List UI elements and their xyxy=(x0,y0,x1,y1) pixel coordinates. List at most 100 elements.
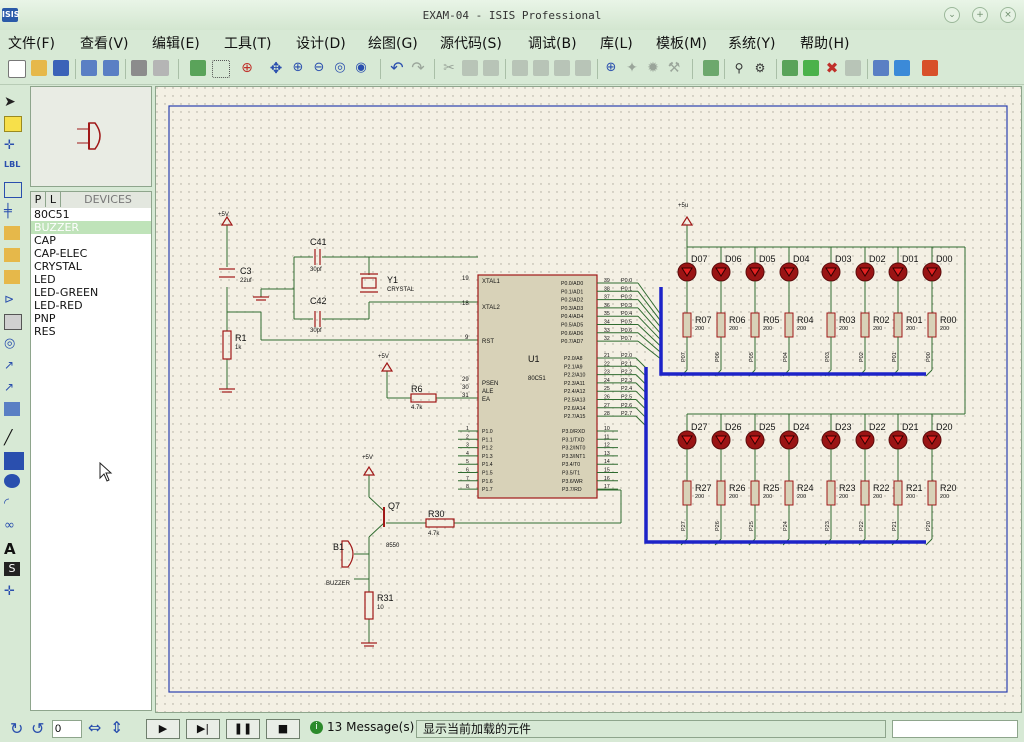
zoom-area-icon[interactable]: ◉ xyxy=(355,60,367,75)
device-item[interactable]: CAP xyxy=(34,234,56,247)
close-icon[interactable]: × xyxy=(1000,7,1016,23)
print-icon[interactable] xyxy=(131,60,147,76)
new-file-icon[interactable] xyxy=(8,60,26,78)
resistor-r6[interactable] xyxy=(410,393,437,403)
property-tool-icon[interactable]: ⚙ xyxy=(754,61,766,75)
selection-mode-icon[interactable]: ➤ xyxy=(4,94,16,110)
device-item[interactable]: LED-RED xyxy=(34,299,83,312)
decompose-icon[interactable]: ⚒ xyxy=(667,60,681,76)
zoom-in-icon[interactable]: ⊕ xyxy=(292,60,304,75)
menu-graph[interactable]: 绘图(G) xyxy=(368,36,418,52)
device-item[interactable]: RES xyxy=(34,325,56,338)
voltage-probe-icon[interactable]: ↗ xyxy=(4,358,15,372)
menu-tools[interactable]: 工具(T) xyxy=(224,36,272,52)
mirror-vertical-icon[interactable]: ⇕ xyxy=(110,718,124,737)
virtual-instrument-icon[interactable] xyxy=(4,402,20,416)
line-icon[interactable]: ╱ xyxy=(4,430,13,446)
make-device-icon[interactable]: ✦ xyxy=(626,60,638,76)
resistor-r31[interactable] xyxy=(364,591,374,620)
subcircuit-icon[interactable] xyxy=(4,226,20,240)
schematic-canvas[interactable]: +5V +5V +5V +5u C41 30pf C42 30pf C3 22u… xyxy=(156,87,1021,712)
junction-icon[interactable]: ✛ xyxy=(4,138,15,153)
symbol-icon[interactable]: S xyxy=(4,562,20,576)
mcu-u1[interactable] xyxy=(477,274,598,499)
pause-button[interactable]: ❚❚ xyxy=(226,719,260,739)
step-button[interactable]: ▶| xyxy=(186,719,220,739)
block-move-icon[interactable] xyxy=(533,60,549,76)
component-mode-icon[interactable] xyxy=(4,116,22,132)
bus-icon[interactable]: ╪ xyxy=(4,204,12,219)
mirror-horizontal-icon[interactable]: ⇔ xyxy=(88,718,102,737)
terminal-icon[interactable] xyxy=(4,248,20,262)
bill-of-materials-icon[interactable] xyxy=(873,60,889,76)
text-script-icon[interactable] xyxy=(4,182,22,198)
graph-icon[interactable]: ⊳ xyxy=(4,292,15,306)
remove-sheet-icon[interactable]: ✖ xyxy=(825,59,839,77)
play-button[interactable]: ▶ xyxy=(146,719,180,739)
wire-autorouter-icon[interactable] xyxy=(703,60,719,76)
zoom-out-icon[interactable]: ⊖ xyxy=(313,60,325,75)
grid-icon[interactable] xyxy=(212,60,230,78)
paste-icon[interactable] xyxy=(483,60,499,76)
resistor-r30[interactable] xyxy=(425,518,455,528)
rotate-clockwise-icon[interactable]: ↻ xyxy=(10,719,24,738)
current-probe-icon[interactable]: ↗ xyxy=(4,380,15,394)
pick-device-button[interactable]: P xyxy=(31,192,46,207)
save-icon[interactable] xyxy=(53,60,69,76)
exit-parent-icon[interactable] xyxy=(845,60,861,76)
export-icon[interactable] xyxy=(103,60,119,76)
schematic-editing-window[interactable]: +5V +5V +5V +5u C41 30pf C42 30pf C3 22u… xyxy=(155,86,1022,713)
print-area-icon[interactable] xyxy=(153,60,169,76)
device-item[interactable]: PNP xyxy=(34,312,56,325)
text-icon[interactable]: A xyxy=(4,540,16,558)
minimize-icon[interactable]: ⌄ xyxy=(944,7,960,23)
redo-icon[interactable]: ↷ xyxy=(411,58,425,77)
tape-recorder-icon[interactable] xyxy=(4,314,22,330)
library-manager-button[interactable]: L xyxy=(46,192,61,207)
menu-view[interactable]: 查看(V) xyxy=(80,36,129,52)
pick-device-icon[interactable]: ⊕ xyxy=(605,60,617,75)
open-folder-icon[interactable] xyxy=(31,60,47,76)
cut-icon[interactable]: ✂ xyxy=(443,60,455,76)
add-sheet-icon[interactable] xyxy=(803,60,819,76)
menu-file[interactable]: 文件(F) xyxy=(8,36,55,52)
refresh-icon[interactable] xyxy=(190,60,206,76)
electrical-rule-check-icon[interactable] xyxy=(894,60,910,76)
wire-label-icon[interactable]: LBL xyxy=(4,160,21,169)
generator-icon[interactable]: ◎ xyxy=(4,336,16,351)
package-icon[interactable]: ✹ xyxy=(647,60,659,76)
device-item[interactable]: LED-GREEN xyxy=(34,286,99,299)
search-icon[interactable]: ⚲ xyxy=(734,61,744,75)
buzzer-b1[interactable] xyxy=(341,540,354,568)
maximize-icon[interactable]: + xyxy=(972,7,988,23)
marker-icon[interactable]: ✛ xyxy=(4,584,15,599)
undo-icon[interactable]: ↶ xyxy=(390,58,404,77)
menu-system[interactable]: 系统(Y) xyxy=(728,36,776,52)
box-icon[interactable] xyxy=(4,452,24,470)
zoom-all-icon[interactable]: ◎ xyxy=(334,60,346,75)
device-item[interactable]: LED xyxy=(34,273,56,286)
menu-edit[interactable]: 编辑(E) xyxy=(152,36,200,52)
block-rotate-icon[interactable] xyxy=(554,60,570,76)
rotate-anticlockwise-icon[interactable]: ↺ xyxy=(31,719,45,738)
ares-icon[interactable] xyxy=(922,60,938,76)
device-pin-icon[interactable] xyxy=(4,270,20,284)
pan-icon[interactable]: ✥ xyxy=(269,59,283,77)
circle-icon[interactable] xyxy=(4,474,20,488)
device-item[interactable]: 80C51 xyxy=(34,208,70,221)
import-icon[interactable] xyxy=(81,60,97,76)
menu-debug[interactable]: 调试(B) xyxy=(528,36,577,52)
arc-icon[interactable]: ◜ xyxy=(4,496,10,511)
overview-preview[interactable] xyxy=(30,86,152,187)
menu-library[interactable]: 库(L) xyxy=(600,36,633,52)
menu-design[interactable]: 设计(D) xyxy=(296,36,346,52)
menu-template[interactable]: 模板(M) xyxy=(656,36,708,52)
resistor-r1[interactable] xyxy=(222,330,232,360)
device-item-selected[interactable]: BUZZER xyxy=(31,221,151,234)
stop-button[interactable]: ■ xyxy=(266,719,300,739)
menu-source[interactable]: 源代码(S) xyxy=(440,36,502,52)
crystal-y1[interactable] xyxy=(361,277,377,289)
block-delete-icon[interactable] xyxy=(575,60,591,76)
new-sheet-icon[interactable] xyxy=(782,60,798,76)
